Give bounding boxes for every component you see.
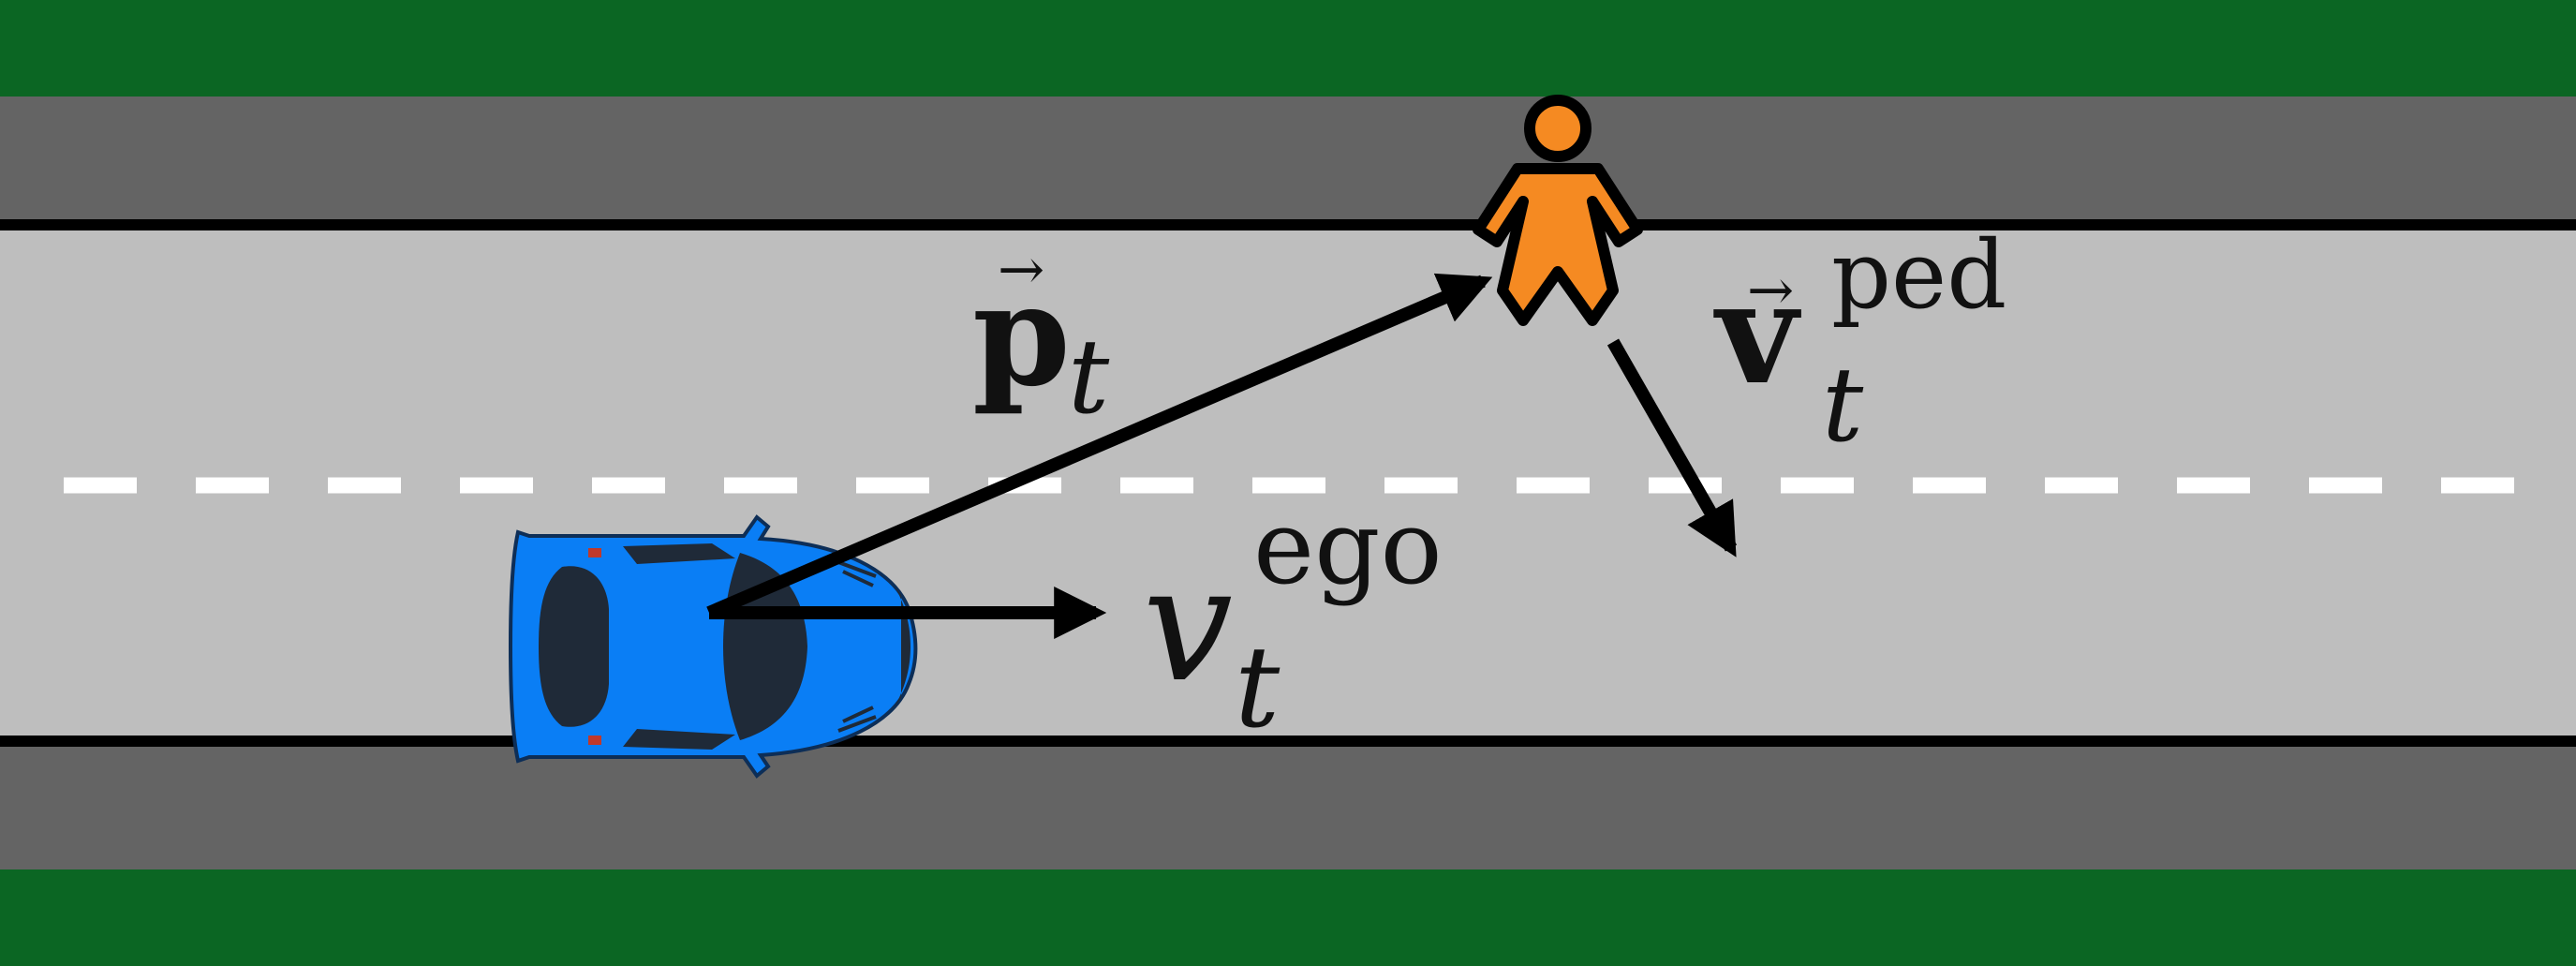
ped-velocity-arrow-accent: → bbox=[1747, 258, 1794, 323]
ped-velocity-superscript: ped bbox=[1831, 220, 2006, 330]
ped-velocity-symbol: v bbox=[1713, 251, 1801, 416]
ego-velocity-subscript: t bbox=[1235, 623, 1281, 753]
ego-velocity-label: v t ego bbox=[1143, 487, 1443, 753]
grass-bottom bbox=[0, 869, 2576, 966]
shoulder-top bbox=[0, 97, 2576, 225]
position-vector-arrow-accent: → bbox=[998, 237, 1044, 303]
grass-top bbox=[0, 0, 2576, 97]
car-top-view-icon bbox=[508, 514, 918, 779]
ped-velocity-label: → v t ped bbox=[1713, 220, 2006, 465]
position-vector-label: → p t bbox=[972, 237, 1110, 437]
ped-velocity-subscript: t bbox=[1822, 345, 1864, 465]
shoulder-bottom bbox=[0, 738, 2576, 869]
position-vector-symbol: p bbox=[972, 253, 1071, 418]
pedestrian-icon bbox=[1473, 95, 1643, 326]
position-vector-subscript: t bbox=[1068, 317, 1110, 437]
ped-velocity-arrow bbox=[1606, 338, 1738, 557]
position-vector-arrow bbox=[706, 273, 1493, 619]
ego-velocity-superscript: ego bbox=[1253, 487, 1443, 607]
ego-velocity-symbol: v bbox=[1143, 532, 1233, 718]
